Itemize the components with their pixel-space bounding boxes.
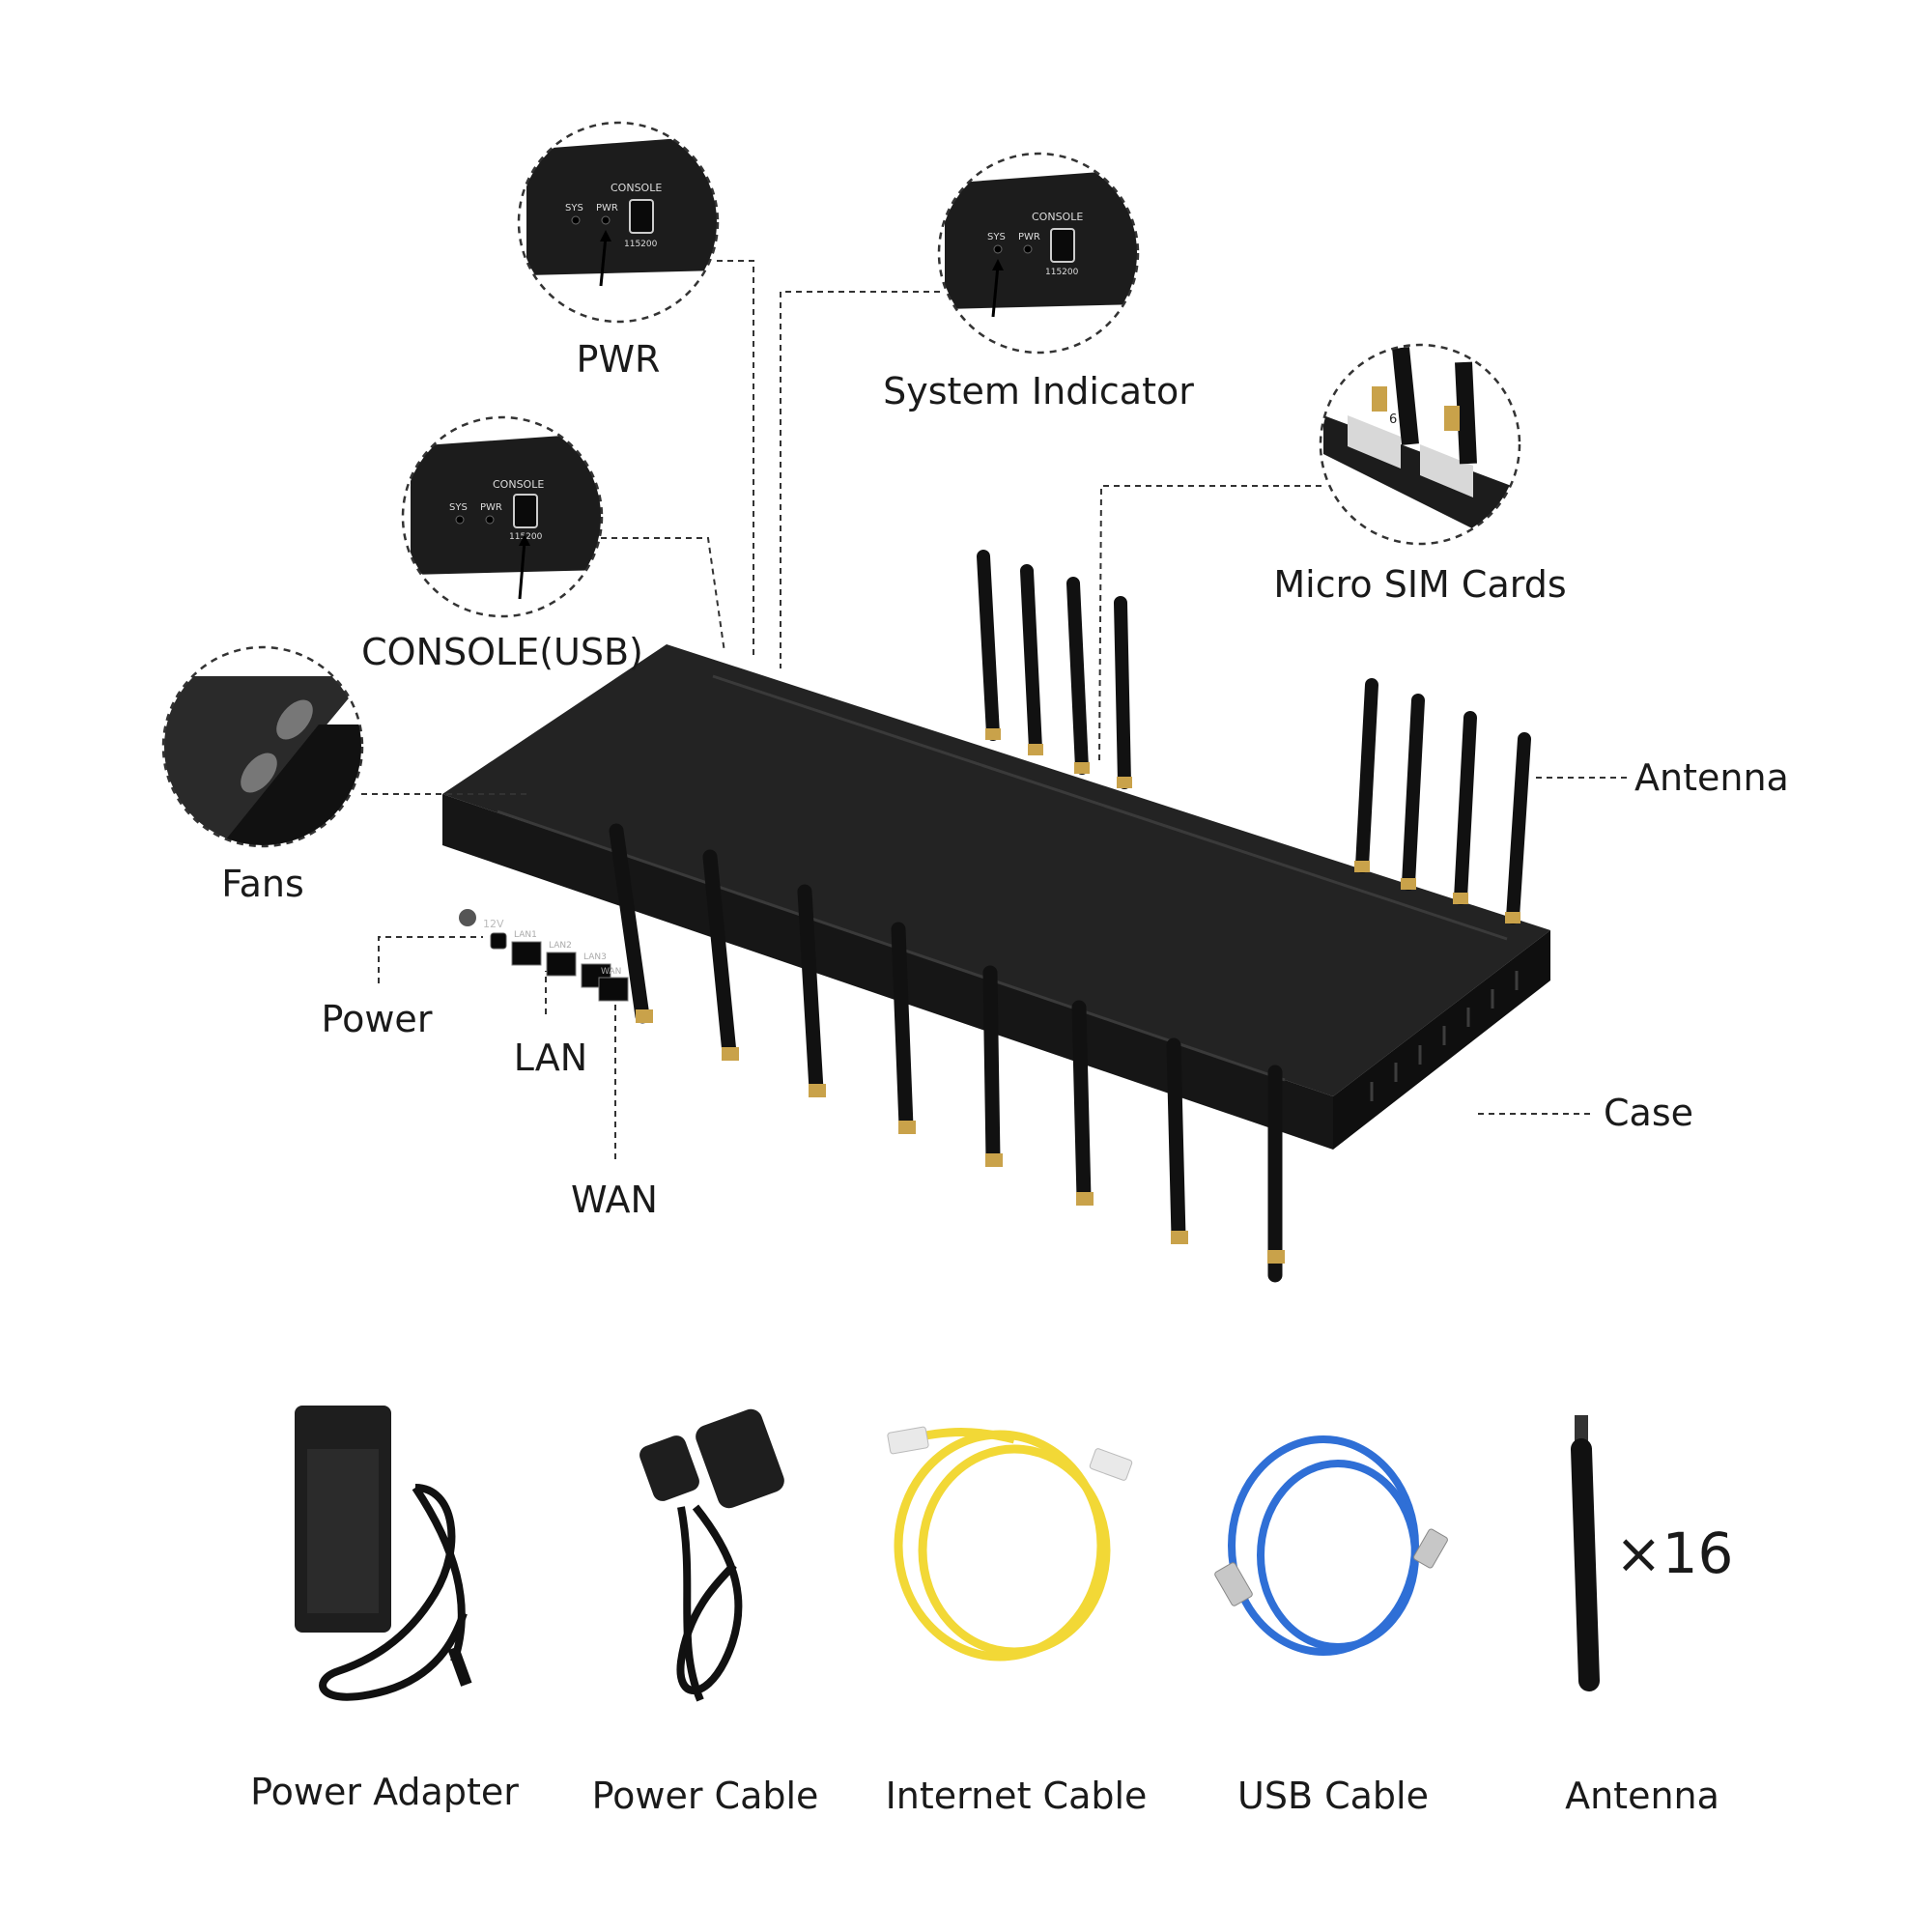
antenna-accessory-label: Antenna <box>1565 1775 1719 1817</box>
baud-text: 115200 <box>624 240 658 249</box>
case-side <box>1333 930 1550 1150</box>
antenna-label: Antenna <box>1634 756 1789 799</box>
leader-power <box>378 936 483 983</box>
console-text: CONSOLE <box>611 182 662 194</box>
leader-lines <box>361 260 1628 1159</box>
lan2-label: LAN2 <box>549 941 572 951</box>
power-adapter-label: Power Adapter <box>250 1771 519 1813</box>
baud-text: 115200 <box>1045 268 1079 277</box>
console-text: CONSOLE <box>493 478 544 491</box>
antenna <box>977 550 1001 741</box>
power-cable-label: Power Cable <box>592 1775 819 1817</box>
antenna <box>1401 694 1425 891</box>
callout-labels: PWR System Indicator CONSOLE(USB) Micro … <box>221 338 1789 1221</box>
leader-console <box>601 537 725 653</box>
system-indicator-zoom: CONSOLE SYS PWR 115200 <box>937 152 1140 355</box>
antenna <box>1505 732 1531 924</box>
case-label: Case <box>1604 1092 1693 1134</box>
system-indicator-label: System Indicator <box>883 370 1194 412</box>
pwr-text: PWR <box>596 203 618 213</box>
micro-sim-zoom: 6 7 <box>1319 343 1521 546</box>
antenna <box>1166 1037 1188 1244</box>
ethernet-ports: LAN1 LAN2 LAN3 WAN <box>511 930 629 1002</box>
antenna-quantity: ×16 <box>1615 1520 1733 1586</box>
leader-pwr <box>717 260 754 655</box>
leader-sim <box>1098 485 1321 764</box>
console-usb-label: CONSOLE(USB) <box>361 631 643 673</box>
antenna <box>1267 1065 1285 1283</box>
lan3-port <box>581 963 611 988</box>
sys-text: SYS <box>987 232 1006 242</box>
rear-antennas <box>977 550 1531 924</box>
fans-zoom <box>161 645 364 848</box>
internet-cable-image <box>887 1426 1133 1662</box>
wan-label: WAN <box>601 967 621 977</box>
wan-label: WAN <box>571 1179 658 1221</box>
antenna <box>1114 596 1132 789</box>
sys-text: SYS <box>565 203 583 213</box>
sys-text: SYS <box>449 502 468 513</box>
usb-cable-label: USB Cable <box>1237 1775 1429 1817</box>
lan2-port <box>546 952 577 977</box>
antenna <box>982 965 1003 1167</box>
power-adapter-image <box>295 1406 472 1701</box>
power-label: Power <box>322 998 433 1040</box>
internet-cable-label: Internet Cable <box>886 1775 1148 1817</box>
antenna <box>1071 1000 1094 1206</box>
lan1-port <box>511 941 542 966</box>
lan3-label: LAN3 <box>583 952 607 962</box>
case-top <box>442 644 1550 1096</box>
power-cable-image <box>639 1408 784 1702</box>
antenna <box>797 884 826 1097</box>
pwr-text: PWR <box>480 502 502 513</box>
case-front <box>442 794 1333 1150</box>
antenna <box>1066 577 1090 775</box>
console-text: CONSOLE <box>1032 211 1083 223</box>
antenna <box>891 922 916 1134</box>
antenna <box>1453 711 1477 905</box>
antenna <box>1354 678 1378 873</box>
case-vents <box>1370 971 1519 1101</box>
volt-label: 12V <box>483 918 504 930</box>
antenna <box>609 823 653 1024</box>
ground-screw <box>459 909 476 926</box>
leader-system-indicator <box>780 291 940 668</box>
case-groove <box>497 810 1286 1082</box>
gateway-device: 12V LAN1 LAN2 LAN3 WAN <box>442 644 1550 1150</box>
pwr-label: PWR <box>577 338 661 381</box>
pwr-zoom: CONSOLE SYS PWR 115200 <box>517 121 720 324</box>
pwr-text: PWR <box>1018 232 1040 242</box>
lan1-label: LAN1 <box>514 930 537 940</box>
antenna <box>1020 564 1043 755</box>
fans-label: Fans <box>221 863 304 905</box>
antenna-accessory-image <box>1571 1415 1600 1691</box>
antenna <box>702 849 739 1061</box>
power-jack <box>490 932 507 950</box>
usb-cable-image <box>1214 1435 1448 1656</box>
front-antennas <box>609 823 1285 1283</box>
sim6-text: 6 <box>1389 412 1397 427</box>
lan-label: LAN <box>514 1037 587 1079</box>
wan-port <box>598 977 629 1002</box>
micro-sim-label: Micro SIM Cards <box>1273 563 1566 606</box>
console-zoom: CONSOLE SYS PWR 115200 <box>401 415 604 618</box>
case-groove <box>712 674 1508 941</box>
